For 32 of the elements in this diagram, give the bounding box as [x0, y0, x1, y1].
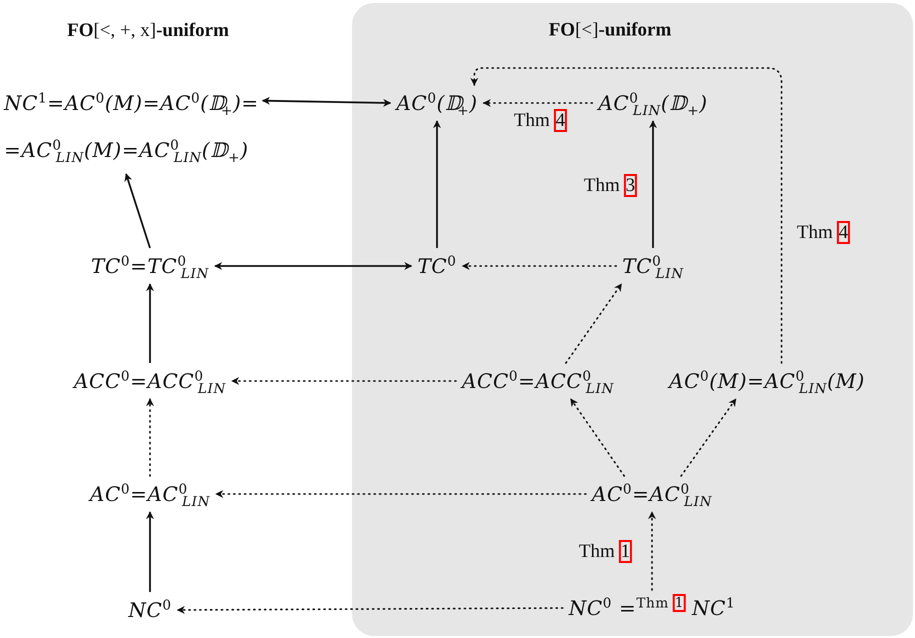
dotted-arrow: [215, 490, 587, 498]
edge-label: Thm 1: [576, 541, 634, 563]
column-heading: FO[<, +, x]-uniform: [67, 20, 229, 42]
complexity-class-label: AC$^{0}$(𝔻$_{+}$): [390, 85, 484, 121]
complexity-class-label: AC$^{0}$(M)=AC$^{0}$$_{LIN}$(M): [663, 363, 871, 399]
complexity-class-label: NC$^{0}$: [122, 592, 178, 628]
dotted-arrow: [570, 398, 626, 477]
dotted-arrow: [470, 67, 782, 364]
arrow: [433, 120, 441, 248]
dotted-arrow: [146, 398, 154, 477]
complexity-class-label: AC$^{0}$$_{LIN}$(𝔻$_{+}$): [592, 85, 714, 121]
complexity-class-label: TC$^{0}$: [411, 248, 463, 284]
edge-label: Thm 3: [582, 175, 638, 197]
dotted-arrow: [176, 606, 564, 614]
dotted-arrow: [648, 511, 656, 591]
double-arrow: [262, 96, 392, 107]
shaded-panel: [352, 3, 913, 636]
arrow: [124, 173, 151, 248]
panel-heading: FO[<]-uniform: [548, 20, 672, 42]
dotted-arrow: [231, 377, 457, 385]
dotted-arrow: [482, 99, 594, 107]
complexity-class-label: NC$^{0}$ =$^{Thm}$ $^{1}$ NC$^{1}$: [562, 590, 742, 626]
arrow: [649, 120, 657, 248]
dotted-arrow: [565, 283, 622, 364]
dotted-arrow: [680, 398, 737, 477]
arrow: [146, 283, 154, 363]
double-arrow: [214, 262, 412, 270]
complexity-class-label: NC$^{1}$=AC$^{0}$(M)=AC$^{0}$(𝔻$_{+}$)= =AC$^{0}$$_{LIN}$(M)=AC$^{0}$$_{LIN}$(𝔻$_{+}$): [0, 80, 263, 174]
arrow: [146, 511, 154, 592]
edge-label: Thm 4: [512, 110, 568, 132]
edge-label: Thm 4: [794, 222, 852, 244]
dotted-arrow: [462, 262, 618, 270]
